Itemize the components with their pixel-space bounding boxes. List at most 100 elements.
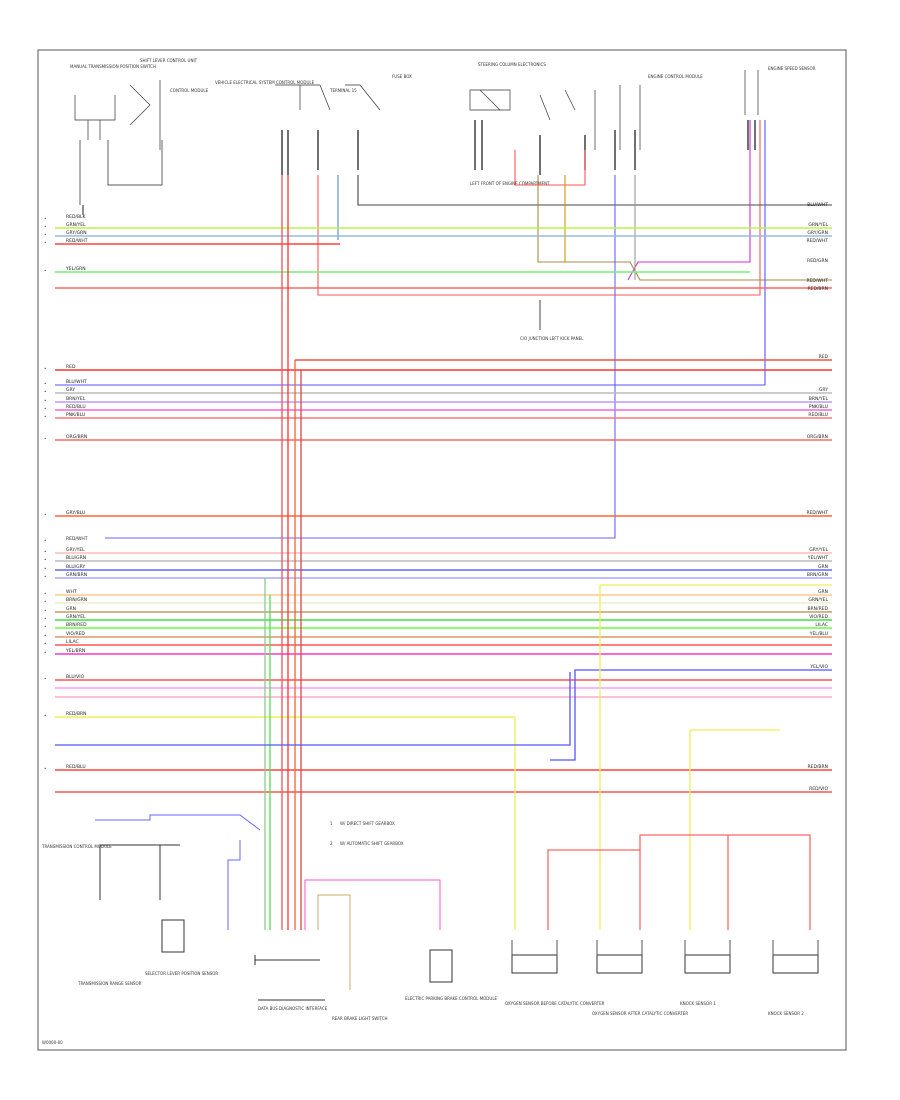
wire-label-left: BRN/RED [66, 622, 87, 628]
wire-label-left: GRY/BLU [66, 510, 85, 516]
wire-label-right: YEL/VIO [809, 664, 828, 670]
top-component-labels: MANUAL TRANSMISSION POSITION SWITCH SHIF… [70, 58, 816, 186]
wire-label-right: BRN/YEL [809, 396, 829, 402]
wire-labels-right: BLU/WHTGRN/YELGRY/GRNRED/WHTRED/GRNRED/W… [806, 202, 828, 792]
label-brake-switch: REAR BRAKE LIGHT SWITCH [332, 1016, 388, 1021]
wire-label-right: LILAC [815, 622, 828, 628]
wire-pin-left: • [44, 549, 46, 554]
label-knock-2: KNOCK SENSOR 2 [768, 1011, 804, 1016]
wire-label-left: BLU/GRY [66, 564, 86, 570]
wire-label-right: RED/GRN [807, 258, 828, 264]
label-parking-brake: ELECTRIC PARKING BRAKE CONTROL MODULE [405, 996, 498, 1001]
wire-labels-left: RED/BLK•GRN/YEL•GRY/GRN•RED/WHT•YEL/GRN•… [44, 214, 88, 771]
wire-label-left: BLU/GRN [66, 555, 86, 561]
wire-pin-left: • [44, 676, 46, 681]
wire-pin-left: • [44, 232, 46, 237]
label-fuse-box: FUSE BOX [392, 74, 412, 79]
wire-pin-left: • [44, 566, 46, 571]
label-terminal-15: TERMINAL 15 [329, 88, 357, 93]
wire-label-right: GRY/GRN [807, 230, 828, 236]
label-vehicle-electrical: VEHICLE ELECTRICAL SYSTEM CONTROL MODULE [215, 80, 315, 85]
trunk-wires [55, 175, 832, 930]
svg-text:1: 1 [330, 821, 333, 826]
wire-label-left: RED [66, 364, 76, 370]
wire-label-left: BLU/WHT [66, 379, 87, 385]
wire-pin-left: • [44, 591, 46, 596]
label-data-bus: DATA BUS DIAGNOSTIC INTERFACE [258, 1006, 328, 1011]
label-manual-trans-switch: MANUAL TRANSMISSION POSITION SWITCH [70, 64, 156, 69]
wire-pin-left: • [44, 650, 46, 655]
wire-label-left: LILAC [66, 639, 79, 645]
top-components [74, 70, 759, 205]
wire-pin-left: • [44, 512, 46, 517]
wire-pin-left: • [44, 366, 46, 371]
wire-label-left: GRN [66, 606, 76, 612]
wire-pin-left: • [44, 268, 46, 273]
wire-label-left: GRN/BRN [66, 572, 87, 578]
label-engine-control-module: ENGINE CONTROL MODULE [648, 74, 703, 79]
label-knock-1: KNOCK SENSOR 1 [680, 1001, 716, 1006]
label-o2-after: OXYGEN SENSOR AFTER CATALYTIC CONVERTER [592, 1011, 688, 1016]
wire-label-left: YEL/BRN [65, 648, 85, 654]
wire-label-right: RED/BRN [807, 764, 828, 770]
wire-pin-left: • [44, 608, 46, 613]
legend: W/ DIRECT SHIFT GEARBOX W/ AUTOMATIC SHI… [330, 821, 404, 846]
wire-label-right: VIO/RED [809, 614, 828, 620]
wire-label-right: GRY [819, 387, 828, 393]
wire-label-right: RED/BLU [808, 412, 828, 418]
wire-pin-left: • [44, 599, 46, 604]
wire-pin-left: • [44, 389, 46, 394]
footer-code: W0000-00 [42, 1040, 63, 1045]
bottom-component-labels: TRANSMISSION CONTROL MODULE TRANSMISSION… [41, 844, 804, 1021]
label-shift-lever: SHIFT LEVER CONTROL UNIT [140, 58, 198, 63]
wire-pin-left: • [44, 538, 46, 543]
wire-label-left: YEL/GRN [65, 266, 86, 272]
wire-label-right: YEL/BLU [809, 631, 828, 637]
wire-label-right: GRN [818, 564, 828, 570]
label-steering-column: STEERING COLUMN ELECTRONICS [478, 62, 546, 67]
wire-pin-left: • [44, 766, 46, 771]
wire-label-right: PNK/BLU [809, 404, 828, 410]
wire-pin-left: • [44, 624, 46, 629]
wire-label-left: GRN/YEL [66, 222, 86, 228]
wire-label-right: BRN/GRN [807, 572, 828, 578]
wire-pin-left: • [44, 216, 46, 221]
wire-label-right: RED/BRN [807, 286, 828, 292]
wire-pin-left: • [44, 557, 46, 562]
wire-pin-left: • [44, 414, 46, 419]
wire-label-left: WHT [66, 589, 77, 595]
label-selector-lever: SELECTOR LEVER POSITION SENSOR [145, 971, 218, 976]
wire-label-right: BLU/WHT [807, 202, 828, 208]
wire-label-left: RED/WHT [66, 238, 88, 244]
wire-label-right: RED/VIO [809, 786, 828, 792]
wire-pin-left: • [44, 574, 46, 579]
wire-label-left: ORG/BRN [66, 434, 87, 440]
wire-label-left: BLU/VIO [66, 674, 85, 680]
wire-pin-left: • [44, 398, 46, 403]
wire-label-left: GRY/GRN [66, 230, 87, 236]
wire-pin-left: • [44, 641, 46, 646]
wire-pin-left: • [44, 224, 46, 229]
label-left-front-engine: LEFT FRONT OF ENGINE COMPARTMENT [470, 181, 550, 186]
wire-pin-left: • [44, 436, 46, 441]
wire-label-right: ORG/BRN [807, 434, 828, 440]
svg-text:2: 2 [330, 841, 333, 846]
wire-label-left: RED/WHT [66, 536, 88, 542]
wire-label-right: RED/WHT [806, 278, 828, 284]
wire-label-right: YEL/WHT [807, 555, 828, 561]
label-o2-before: OXYGEN SENSOR BEFORE CATALYTIC CONVERTER [505, 1001, 605, 1006]
wire-label-left: GRY/YEL [66, 547, 85, 553]
wire-pin-left: • [44, 633, 46, 638]
wire-label-left: BRN/YEL [66, 396, 86, 402]
wire-label-left: VIO/RED [66, 631, 85, 637]
horizontal-wires [55, 227, 832, 793]
wire-label-right: GRN/YEL [808, 597, 828, 603]
label-trans-range-sensor: TRANSMISSION RANGE SENSOR [77, 981, 142, 986]
wire-label-right: BRN/RED [807, 606, 828, 612]
wire-label-right: GRN [818, 589, 828, 595]
bottom-wiring [95, 814, 819, 1001]
wire-pin-left: • [44, 406, 46, 411]
label-tcm: TRANSMISSION CONTROL MODULE [41, 844, 112, 849]
wire-label-left: GRY [66, 387, 75, 393]
wire-label-left: GRN/YEL [66, 614, 86, 620]
